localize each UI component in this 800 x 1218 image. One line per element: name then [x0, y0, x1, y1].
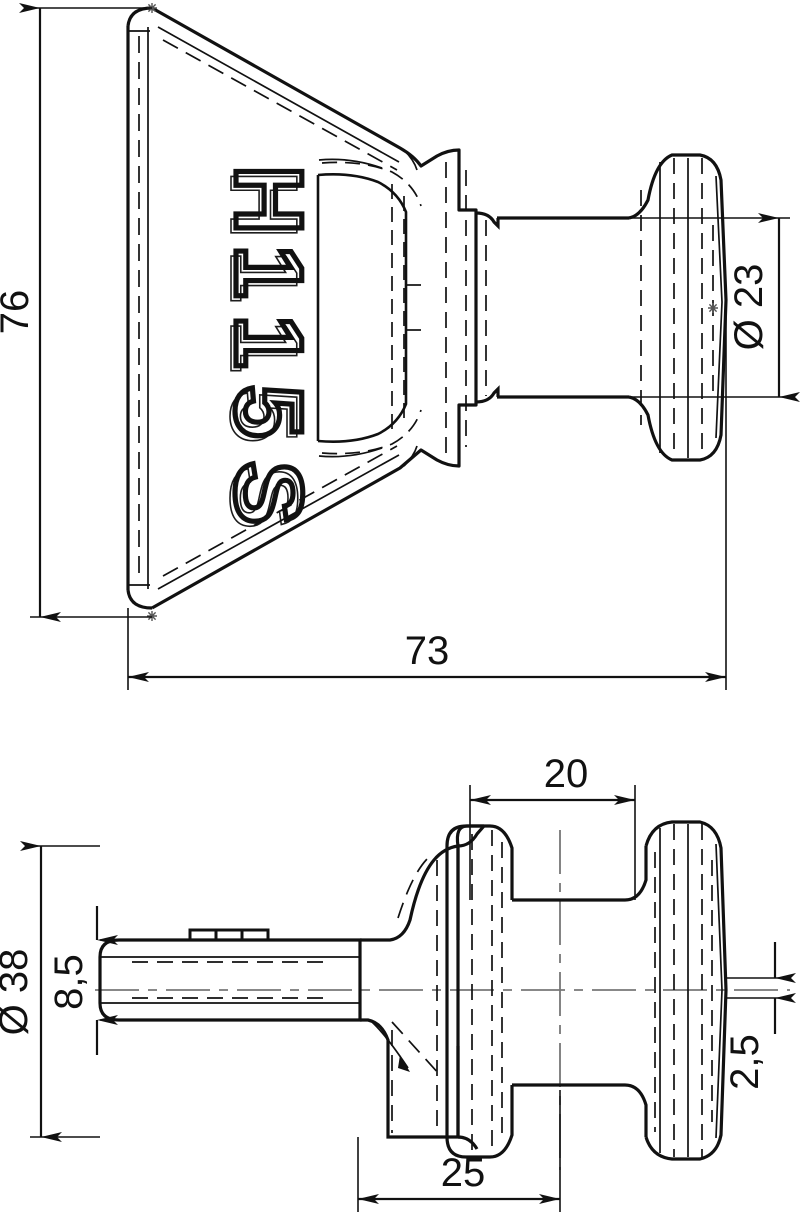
side-view: Ø 38 8,5 20: [0, 752, 796, 1212]
knob-head-hidden-lines: [640, 158, 714, 458]
part-marking-group: H 1 1 5 S H 1 1 5 S: [209, 162, 324, 535]
shaft-hidden-lines: [445, 162, 487, 455]
marking-char-5-shadow: 5: [210, 390, 317, 448]
reference-star-mark: [707, 302, 719, 314]
shaft-outline: [497, 216, 629, 399]
end-knob-hidden-lines: [654, 824, 713, 1157]
collar-hidden-lines: [471, 830, 503, 1154]
waist-outline: [512, 846, 648, 1137]
marking-char-1b-shadow: 1: [210, 320, 317, 378]
wing-bevel-lines: [147, 26, 400, 590]
wing-edge-inner-lines: [100, 956, 360, 1004]
marking-char-h-shadow: H: [210, 170, 317, 244]
wing-pocket-hidden: [321, 161, 422, 455]
marking-char-1a-shadow: 1: [210, 250, 317, 308]
wing-edge-outline: [98, 938, 362, 1022]
wing-pocket: [316, 173, 408, 443]
front-view: H 1 1 5 S H 1 1 5 S 76: [0, 2, 800, 690]
end-knob-detail-lines: [659, 824, 723, 1157]
dimension-label-20: 20: [544, 752, 589, 796]
dimension-label-8-5: 8,5: [47, 954, 91, 1010]
dimension-label-diameter-23: Ø 23: [727, 264, 771, 351]
dimension-label-diameter-38: Ø 38: [0, 949, 36, 1036]
wing-tab-detail: [188, 928, 270, 940]
dimension-label-76: 76: [0, 290, 37, 335]
wing-body-outline: [151, 6, 478, 610]
dimension-flange-2-5: 2,5: [723, 942, 796, 1090]
marking-char-1a: 1: [215, 245, 322, 303]
dimension-thickness-8-5: 8,5: [47, 906, 275, 1055]
marking-char-h: H: [215, 165, 322, 239]
wing-hidden-edges: [138, 36, 398, 580]
wing-pocket-fillet-ticks: [318, 158, 421, 458]
dimension-length-73: 73: [127, 300, 727, 690]
boss-hidden-lines: [391, 852, 448, 1137]
boss-fillet-arrow: [371, 1021, 410, 1072]
dimension-diameter-38: Ø 38: [0, 841, 100, 1142]
dimension-label-73: 73: [405, 629, 450, 673]
dimension-height-76: 76: [0, 3, 152, 622]
marking-char-5: 5: [215, 385, 322, 443]
marking-char-1b: 1: [215, 315, 322, 373]
dimension-label-25: 25: [441, 1151, 486, 1195]
dimension-groove-20: 20: [469, 752, 636, 900]
reference-star-mark: [146, 610, 158, 622]
dimension-diameter-23: Ø 23: [629, 213, 800, 402]
wing-tip-arcs: [128, 30, 418, 586]
dimension-collar-25: 25: [357, 1090, 561, 1212]
marking-char-s-shadow: S: [210, 466, 317, 535]
wing-edge-hidden-lines: [132, 961, 330, 999]
marking-char-s: S: [215, 461, 322, 530]
boss-shaft-transition: [475, 211, 500, 404]
end-knob-outline: [644, 820, 728, 1161]
dimension-label-2-5: 2,5: [723, 1034, 767, 1090]
